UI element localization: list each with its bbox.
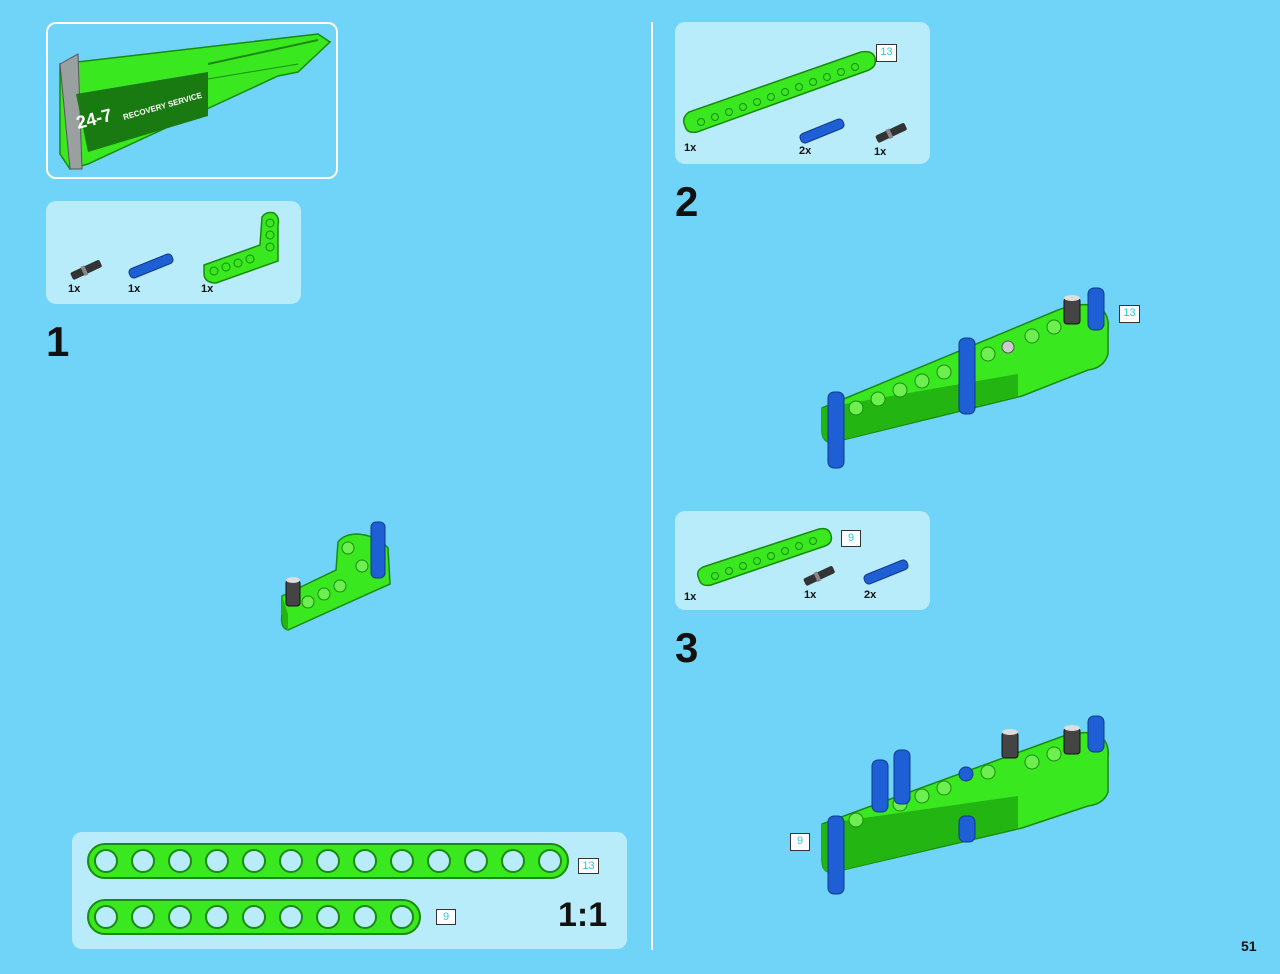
part-qty: 1x <box>201 283 214 295</box>
beam-9-icon <box>696 527 833 587</box>
step1-assembly <box>280 521 391 631</box>
beam-length-tag: 13 <box>876 44 897 62</box>
beam-13-illustration <box>87 843 569 879</box>
subassembly-callout: 24-7 RECOVERY SERVICE <box>46 22 338 179</box>
blue-pin-icon <box>128 253 174 279</box>
blue-pin-icon <box>863 559 909 585</box>
scale-label: 1:1 <box>558 896 608 934</box>
blue-pin-icon <box>799 118 845 144</box>
part-qty: 2x <box>864 589 877 601</box>
step-number-1: 1 <box>46 318 70 365</box>
step1-parts-panel: 1x 1x 1x <box>46 201 301 304</box>
subassembly-illustration: 24-7 RECOVERY SERVICE <box>59 33 332 170</box>
page-divider <box>651 22 653 950</box>
step2-parts-panel: 13 1x 2x 1x <box>675 22 930 164</box>
axle-pin-icon <box>875 123 907 143</box>
part-qty: 1x <box>128 283 141 295</box>
step3-parts-panel: 9 1x 1x 2x <box>675 511 930 610</box>
beam-length-tag: 9 <box>841 530 861 547</box>
step3-assembly <box>821 715 1110 895</box>
step-number-2: 2 <box>675 178 699 225</box>
beam-length-tag: 9 <box>436 909 456 925</box>
assembly-length-tag: 9 <box>790 833 810 851</box>
beam-length-tag: 13 <box>578 858 599 874</box>
part-qty: 1x <box>874 146 887 158</box>
part-qty: 1x <box>68 283 81 295</box>
beam-13-icon <box>682 50 877 134</box>
part-qty: 1x <box>684 591 697 603</box>
axle-pin-icon <box>70 260 102 280</box>
step-number-3: 3 <box>675 624 699 671</box>
step2-assembly <box>821 287 1110 469</box>
l-beam-icon <box>203 211 280 284</box>
page-number: 51 <box>1241 938 1257 954</box>
beam-9-illustration <box>87 899 421 935</box>
scale-reference-panel: 13 9 1:1 <box>72 832 627 949</box>
assembly-length-tag: 13 <box>1119 305 1140 323</box>
axle-pin-icon <box>803 566 835 586</box>
part-qty: 1x <box>804 589 817 601</box>
part-qty: 2x <box>799 145 812 157</box>
part-qty: 1x <box>684 142 697 154</box>
